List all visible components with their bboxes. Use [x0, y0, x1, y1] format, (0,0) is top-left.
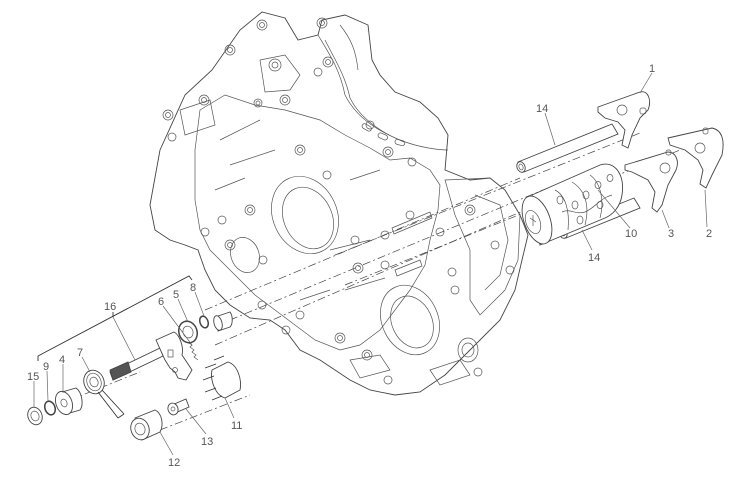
assembly-bracket — [37, 275, 193, 361]
circlip-9 — [43, 400, 57, 416]
shift-fork-2 — [667, 127, 724, 189]
label-part-11: 11 — [231, 420, 242, 432]
bushing-4 — [54, 387, 83, 416]
spring-6 — [187, 341, 199, 361]
shift-fork-3 — [624, 149, 678, 213]
circlip-8 — [198, 315, 210, 329]
label-part-2: 2 — [706, 228, 712, 240]
assembly-axis-lines — [69, 132, 681, 431]
gearshift-shaft-16 — [109, 331, 193, 381]
label-part-9: 9 — [43, 361, 49, 373]
screw-13 — [167, 398, 190, 416]
label-part-4: 4 — [59, 354, 65, 366]
selector-cam-12 — [130, 409, 163, 441]
part-labels: 1 14 10 3 2 14 16 6 5 8 7 4 9 15 11 13 1… — [27, 63, 712, 469]
return-spring-7 — [83, 369, 125, 419]
drum-cam-11 — [202, 355, 241, 401]
label-part-6: 6 — [158, 296, 164, 308]
label-part-1: 1 — [649, 63, 655, 75]
label-part-13: 13 — [201, 436, 213, 448]
label-part-16: 16 — [104, 301, 116, 313]
label-part-12: 12 — [168, 457, 180, 469]
label-part-14-upper: 14 — [536, 103, 548, 115]
label-part-15: 15 — [27, 371, 39, 383]
fork-shaft-upper — [516, 123, 619, 173]
bearing-5 — [177, 320, 199, 344]
selector-drum — [521, 163, 623, 246]
label-part-14-lower: 14 — [588, 252, 600, 264]
leader-lines — [33, 72, 708, 456]
label-part-8: 8 — [190, 282, 196, 294]
washer-15 — [27, 406, 43, 426]
crankcase-half — [149, 11, 529, 396]
shift-fork-1 — [597, 91, 651, 149]
label-part-7: 7 — [77, 347, 83, 359]
label-part-3: 3 — [668, 228, 674, 240]
label-part-5: 5 — [173, 289, 179, 301]
label-part-10: 10 — [625, 228, 637, 240]
bush-sleeve — [213, 311, 233, 332]
